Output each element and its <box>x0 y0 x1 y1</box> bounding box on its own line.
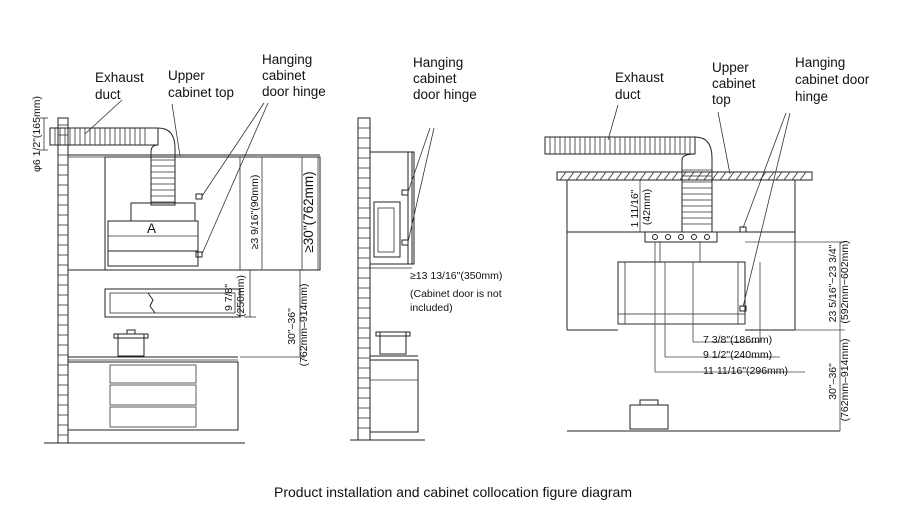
exhaust-duct-label: Exhaust duct <box>95 70 148 102</box>
right-counter <box>567 399 840 432</box>
right-cabinet <box>566 179 796 331</box>
exhaust-duct-label-right: Exhaust duct <box>615 70 668 102</box>
left-exhaust-duct <box>49 127 176 206</box>
dim-296: 11 11/16"(296mm) <box>703 365 788 377</box>
left-hinge-bottom <box>195 251 203 258</box>
hinge-label-left: Hanging cabinet door hinge <box>262 52 326 99</box>
upper-cabinet-top-label-right: Upper cabinet top <box>712 60 759 107</box>
middle-wall <box>350 117 425 441</box>
left-hinge-top <box>195 193 203 200</box>
dim-gap: 1 11/16" (42mm) <box>629 187 653 228</box>
dim-range: 23 5/16"~23 3/4" (592mm~602mm) <box>827 240 851 323</box>
duct-diameter-label: φ6 1/2"(165mm) <box>31 96 43 172</box>
dim-cooktop-right: 30"–36" (762mm–914mm) <box>827 339 851 422</box>
middle-view: Hanging cabinet door hinge ≥13 13/16"(35… <box>350 55 505 441</box>
pot-icon <box>117 333 145 357</box>
left-hood-frame <box>104 288 241 318</box>
hinge-label-middle: Hanging cabinet door hinge <box>413 55 477 102</box>
right-mounting-plate <box>644 231 718 262</box>
pot-icon-right <box>629 404 669 430</box>
dim-cooktop-height: 30"–36" (762mm–914mm) <box>286 284 310 367</box>
middle-base <box>369 331 419 433</box>
middle-note: (Cabinet door is not included) <box>410 288 505 314</box>
left-hood: A <box>107 193 203 267</box>
dim-186: 7 3/8"(186mm) <box>703 334 772 346</box>
left-dimensions: φ6 1/2"(165mm) ≥3 9/16"(90mm) ≥30"(762mm… <box>31 96 319 367</box>
hood-unit-label: A <box>147 221 156 236</box>
dim-240: 9 1/2"(240mm) <box>703 349 772 361</box>
right-exhaust-duct <box>544 136 713 233</box>
dim-hood-height: ≥3 9/16"(90mm) <box>249 175 261 250</box>
right-hood <box>617 261 746 325</box>
upper-cabinet-top-label: Upper cabinet top <box>168 68 234 100</box>
middle-cabinet <box>369 151 415 265</box>
left-view: A φ6 1/2"(165mm) <box>31 52 326 444</box>
left-upper-cabinet <box>68 156 321 271</box>
right-view: 7 3/8"(186mm) 9 1/2"(240mm) 11 11/16"(29… <box>544 55 873 432</box>
left-wall <box>44 117 245 444</box>
middle-depth-label: ≥13 13/16"(350mm) <box>410 270 502 282</box>
hinge-label-right: Hanging cabinet door hinge <box>795 55 873 104</box>
dim-cabinet-height: ≥30"(762mm) <box>301 171 316 252</box>
figure-caption: Product installation and cabinet colloca… <box>274 484 632 500</box>
right-dimensions: 7 3/8"(186mm) 9 1/2"(240mm) 11 11/16"(29… <box>629 180 851 431</box>
left-base-cabinet <box>67 329 239 431</box>
dim-hood-depth: 9 7/8" (250mm) <box>223 275 247 317</box>
